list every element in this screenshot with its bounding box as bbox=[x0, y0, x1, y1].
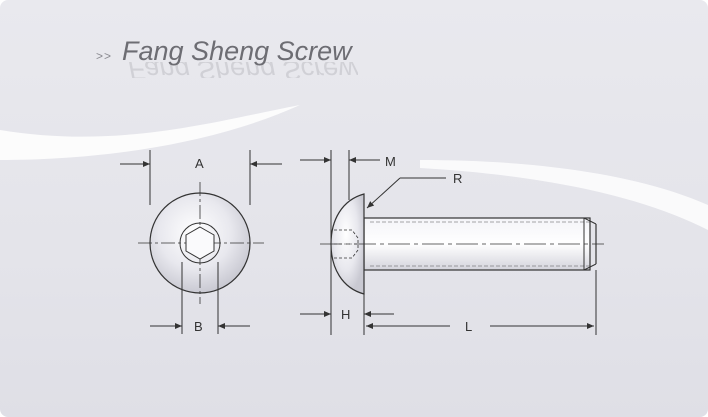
dimension-label-h: H bbox=[341, 307, 350, 322]
decorative-swoosh-right bbox=[420, 160, 708, 230]
dimension-label-l: L bbox=[465, 319, 472, 334]
header: >> Fang Sheng Screw bbox=[96, 36, 352, 76]
hex-socket-icon bbox=[185, 226, 215, 260]
front-view bbox=[120, 150, 282, 334]
decorative-swoosh bbox=[0, 105, 300, 160]
dimension-label-r: R bbox=[453, 171, 462, 186]
page-title: Fang Sheng Screw bbox=[122, 36, 352, 66]
side-view bbox=[300, 150, 604, 335]
chevron-icon: >> bbox=[96, 49, 113, 63]
dimension-label-b: B bbox=[194, 319, 203, 334]
dimension-label-a: A bbox=[195, 156, 204, 171]
dimension-label-m: M bbox=[385, 154, 396, 169]
